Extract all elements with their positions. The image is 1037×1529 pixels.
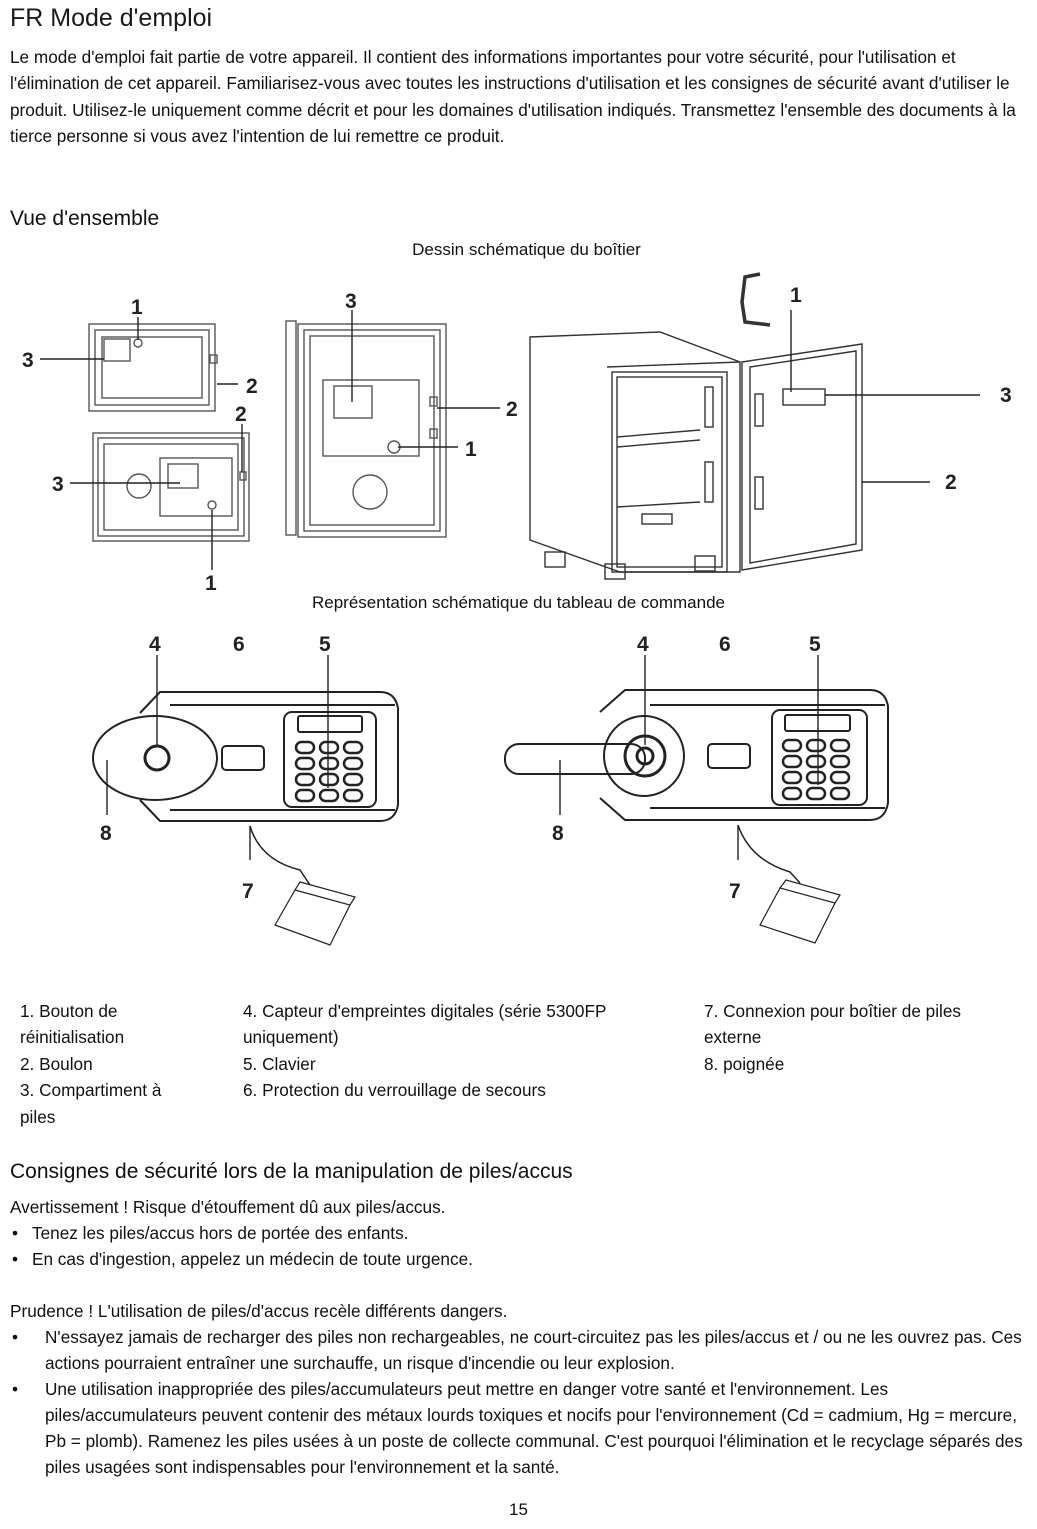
callout-1: 1 xyxy=(790,284,802,307)
legend-item: 2. Boulon xyxy=(20,1053,93,1074)
caution-list: N'essayez jamais de recharger des piles … xyxy=(10,1324,1030,1480)
legend-column-3: 7. Connexion pour boîtier de piles exter… xyxy=(704,998,1024,1077)
legend-item: 4. Capteur d'empreintes digitales (série… xyxy=(243,1001,607,1048)
left-panel-drawing xyxy=(92,691,399,946)
legend-item: 6. Protection du verrouillage de secours xyxy=(243,1080,546,1101)
list-item: Une utilisation inappropriée des piles/a… xyxy=(10,1376,1030,1480)
callout-3: 3 xyxy=(345,290,357,313)
housing-diagram: 1 2 3 1 2 3 1 2 3 1 2 3 xyxy=(22,272,1012,592)
callout-5: 5 xyxy=(809,633,821,656)
callout-4: 4 xyxy=(149,633,161,656)
legend-item: 7. Connexion pour boîtier de piles exter… xyxy=(704,1001,962,1048)
page-number: 15 xyxy=(509,1500,528,1519)
overview-heading: Vue d'ensemble xyxy=(10,207,160,230)
callout-7: 7 xyxy=(242,880,254,903)
legend-column-2: 4. Capteur d'empreintes digitales (série… xyxy=(243,998,683,1104)
callout-2: 2 xyxy=(945,471,957,494)
callout-2: 2 xyxy=(506,398,518,421)
list-item: N'essayez jamais de recharger des piles … xyxy=(10,1324,1030,1376)
open-safe-drawing xyxy=(529,272,863,580)
callout-8: 8 xyxy=(552,822,564,845)
intro-paragraph: Le mode d'emploi fait partie de votre ap… xyxy=(10,47,1016,147)
callout-8: 8 xyxy=(100,822,112,845)
warning-block: Avertissement ! Risque d'étouffement dû … xyxy=(10,1194,1030,1272)
tall-door-drawing xyxy=(285,320,447,538)
panel-caption: Représentation schématique du tableau de… xyxy=(312,593,725,612)
legend-column-1: 1. Bouton de réinitialisation 2. Boulon … xyxy=(20,998,220,1130)
callout-1: 1 xyxy=(205,572,217,592)
small-door-top-drawing xyxy=(88,323,218,412)
control-panel-diagram: 4 6 5 8 7 4 6 5 8 7 xyxy=(92,633,889,946)
safety-heading: Consignes de sécurité lors de la manipul… xyxy=(10,1160,573,1183)
legend-item: 8. poignée xyxy=(704,1053,785,1074)
callout-1: 1 xyxy=(131,296,143,319)
callout-2: 2 xyxy=(235,403,247,426)
callout-7: 7 xyxy=(729,880,741,903)
small-door-bottom-drawing xyxy=(92,432,250,542)
callout-6: 6 xyxy=(719,633,731,656)
caution-text: Prudence ! L'utilisation de piles/d'accu… xyxy=(10,1301,508,1321)
callout-3: 3 xyxy=(1000,384,1012,407)
callout-3: 3 xyxy=(22,349,34,372)
legend-item: 3. Compartiment à piles xyxy=(20,1080,162,1127)
legend-item: 1. Bouton de réinitialisation xyxy=(20,1001,125,1048)
legend-item: 5. Clavier xyxy=(243,1053,316,1074)
page-title: FR Mode d'emploi xyxy=(10,4,213,32)
right-panel-drawing xyxy=(504,689,889,944)
callout-6: 6 xyxy=(233,633,245,656)
callout-3: 3 xyxy=(52,473,64,496)
list-item: Tenez les piles/accus hors de portée des… xyxy=(10,1220,1030,1246)
housing-caption: Dessin schématique du boîtier xyxy=(412,240,641,259)
warning-text: Avertissement ! Risque d'étouffement dû … xyxy=(10,1197,446,1217)
callout-4: 4 xyxy=(637,633,649,656)
callout-5: 5 xyxy=(319,633,331,656)
callout-2: 2 xyxy=(246,375,258,398)
caution-block: Prudence ! L'utilisation de piles/d'accu… xyxy=(10,1298,1030,1480)
warning-list: Tenez les piles/accus hors de portée des… xyxy=(10,1220,1030,1272)
list-item: En cas d'ingestion, appelez un médecin d… xyxy=(10,1246,1030,1272)
callout-1: 1 xyxy=(465,438,477,461)
